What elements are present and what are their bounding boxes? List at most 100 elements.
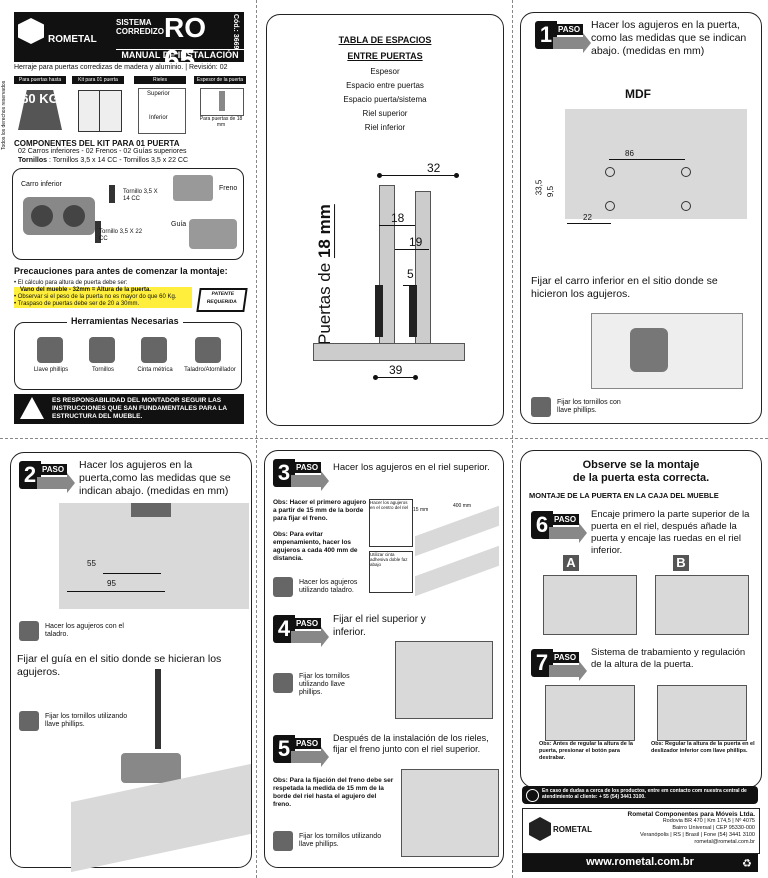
dim-dot	[377, 173, 382, 178]
dim-line	[375, 377, 417, 378]
patent-badge: PATENTE REQUERIDA	[196, 288, 248, 312]
address-line: Bairro Universal | CEP 95330-000	[672, 825, 755, 831]
dim-22: 22	[583, 213, 592, 222]
door-thickness-label: Puertas de 18 mm	[315, 204, 334, 345]
hole-mark	[681, 201, 691, 211]
label-carro: Carro inferior	[21, 181, 62, 188]
screwdriver-icon	[273, 831, 293, 851]
dim-18: 18	[391, 211, 405, 225]
rometal-logo-icon	[18, 18, 44, 44]
mdf-board	[565, 109, 747, 219]
panel-spacing-table: TABLA DE ESPACIOS ENTRE PUERTAS Espesor …	[266, 14, 504, 426]
step-3-obs-1: Obs: Hacer el primero agujero a partir d…	[273, 499, 367, 522]
arrow-icon	[291, 627, 329, 647]
box-label: Utilizar cinta adhesiva doble faz abajo	[370, 552, 408, 567]
arrow-icon	[553, 33, 591, 53]
fold-line	[512, 0, 513, 878]
step-number: 4	[273, 615, 295, 643]
step-3-badge: 3 PASO	[273, 459, 329, 491]
step-7-badge: 7 PASO	[531, 649, 587, 681]
precaution: • Observar si el peso de la puerta no es…	[14, 294, 192, 301]
url-bar: www.rometal.com.br ♻	[522, 854, 758, 872]
guide-image	[121, 753, 181, 783]
legend-item: Espesor	[370, 67, 400, 76]
lower-rail-image	[415, 545, 499, 597]
unlock-image	[545, 685, 635, 741]
company-address: Rometal Componentes para Móveis Ltda. Ro…	[607, 811, 756, 846]
precautions-title: Precauciones para antes de comenzar la m…	[14, 266, 228, 276]
dim-dot	[454, 173, 459, 178]
height-adjust-image	[657, 685, 747, 741]
step-6-text: Encaje primero la parte superior de la p…	[591, 509, 750, 556]
screwdriver-icon	[37, 337, 63, 363]
brake-image	[173, 175, 213, 201]
screws-icon	[89, 337, 115, 363]
company-name: Rometal Componentes para Móveis Ltda.	[627, 811, 756, 818]
guide-piece	[131, 503, 171, 517]
step-tag: PASO	[555, 24, 584, 35]
code-label: Cód.: 3669	[232, 14, 239, 50]
screw-icon	[95, 221, 101, 243]
company-box: ROMETAL Rometal Componentes para Móveis …	[522, 808, 760, 854]
label-guia: Guía	[171, 221, 187, 228]
step-tag: PASO	[293, 738, 322, 749]
step-4-note: Fijar los tornillos utilizando llave phi…	[299, 673, 350, 696]
fold-line	[256, 0, 257, 878]
dim-86: 86	[625, 149, 634, 158]
hole-mark	[681, 167, 691, 177]
legend-item: Riel superior	[362, 109, 408, 118]
dim-line	[379, 225, 415, 226]
dim-line	[567, 223, 611, 224]
warning-text: ES RESPONSABILIDAD DEL MONTADOR SEGUIR L…	[52, 397, 227, 420]
dim-55: 55	[87, 559, 96, 568]
drill-icon	[273, 577, 293, 597]
carriage-mount-image	[591, 313, 743, 389]
legend-item: Espacio puerta/sistema	[343, 95, 427, 104]
dim-line	[403, 285, 415, 286]
cabinet-a-image	[543, 575, 637, 635]
step-number: 3	[273, 459, 295, 487]
label-tornillo-2: Tornillo 3,5 X 22 CC	[99, 229, 143, 242]
arrow-icon	[37, 473, 75, 493]
specs-row: Para puertas hasta Kit para 01 puerta Ri…	[14, 76, 246, 134]
rail-bottom	[409, 285, 417, 337]
spec-header: Espesor de la puerta	[194, 76, 246, 84]
precaution: • El cálculo para altura de puerta debe …	[14, 280, 128, 286]
step-4-text: Fijar el riel superior y inferior.	[333, 614, 426, 638]
thickness-icon	[200, 88, 244, 116]
step-5-note: Fijar los tornillos utilizando llave phi…	[299, 833, 382, 848]
tool-label: Cinta métrica	[137, 367, 173, 373]
dim-line	[67, 591, 165, 592]
dim-15: 15 mm	[413, 507, 429, 513]
guide-image	[189, 219, 237, 249]
website-link[interactable]: www.rometal.com.br	[586, 856, 694, 868]
brand-name: ROMETAL	[48, 34, 97, 45]
step-5-obs: Obs: Para la fijación del freno debe ser…	[273, 777, 394, 808]
step-tag: PASO	[39, 464, 68, 475]
step-2-text-2: Fijar el guía en el sitio donde se hicie…	[17, 653, 222, 678]
phone-icon	[526, 789, 539, 802]
email: rometal@rometal.com.br	[694, 839, 755, 845]
cabinet-b-image	[655, 575, 749, 635]
brake-install-image	[401, 769, 499, 857]
label-freno: Freno	[219, 185, 238, 192]
step-tag: PASO	[551, 652, 580, 663]
panel-step-1: 1 PASO Hacer los agujeros en la puerta, …	[520, 12, 762, 424]
tape-measure-icon	[141, 337, 167, 363]
arrow-icon	[549, 661, 587, 681]
panel-steps-3-5: 3 PASO Hacer los agujeros en el riel sup…	[264, 450, 504, 868]
precautions-list: • El cálculo para altura de puerta debe …	[14, 280, 192, 308]
thickness-note: Para puertas de 18 mm	[199, 116, 243, 128]
step-2-note-2: Fijar los tornillos utilizando llave phi…	[45, 713, 128, 728]
tool-label: Tornillos	[91, 367, 114, 373]
step-number: 7	[531, 649, 553, 677]
tool-label: Llave phillips	[33, 367, 69, 373]
address-line: Rodovia BR 470 | Km 174,5 | Nº 4075	[662, 818, 755, 824]
step-1-note: Fijar los tornillos con llave phillips.	[557, 399, 621, 414]
step-5-badge: 5 PASO	[273, 735, 329, 767]
table-title-1: TABLA DE ESPACIOS	[338, 35, 432, 45]
weight-icon: 60 KG	[18, 90, 62, 130]
step-tag: PASO	[551, 514, 580, 525]
dim-400: 400 mm	[453, 503, 472, 509]
step-7-text: Sistema de trabamiento y regulación de l…	[591, 647, 746, 670]
